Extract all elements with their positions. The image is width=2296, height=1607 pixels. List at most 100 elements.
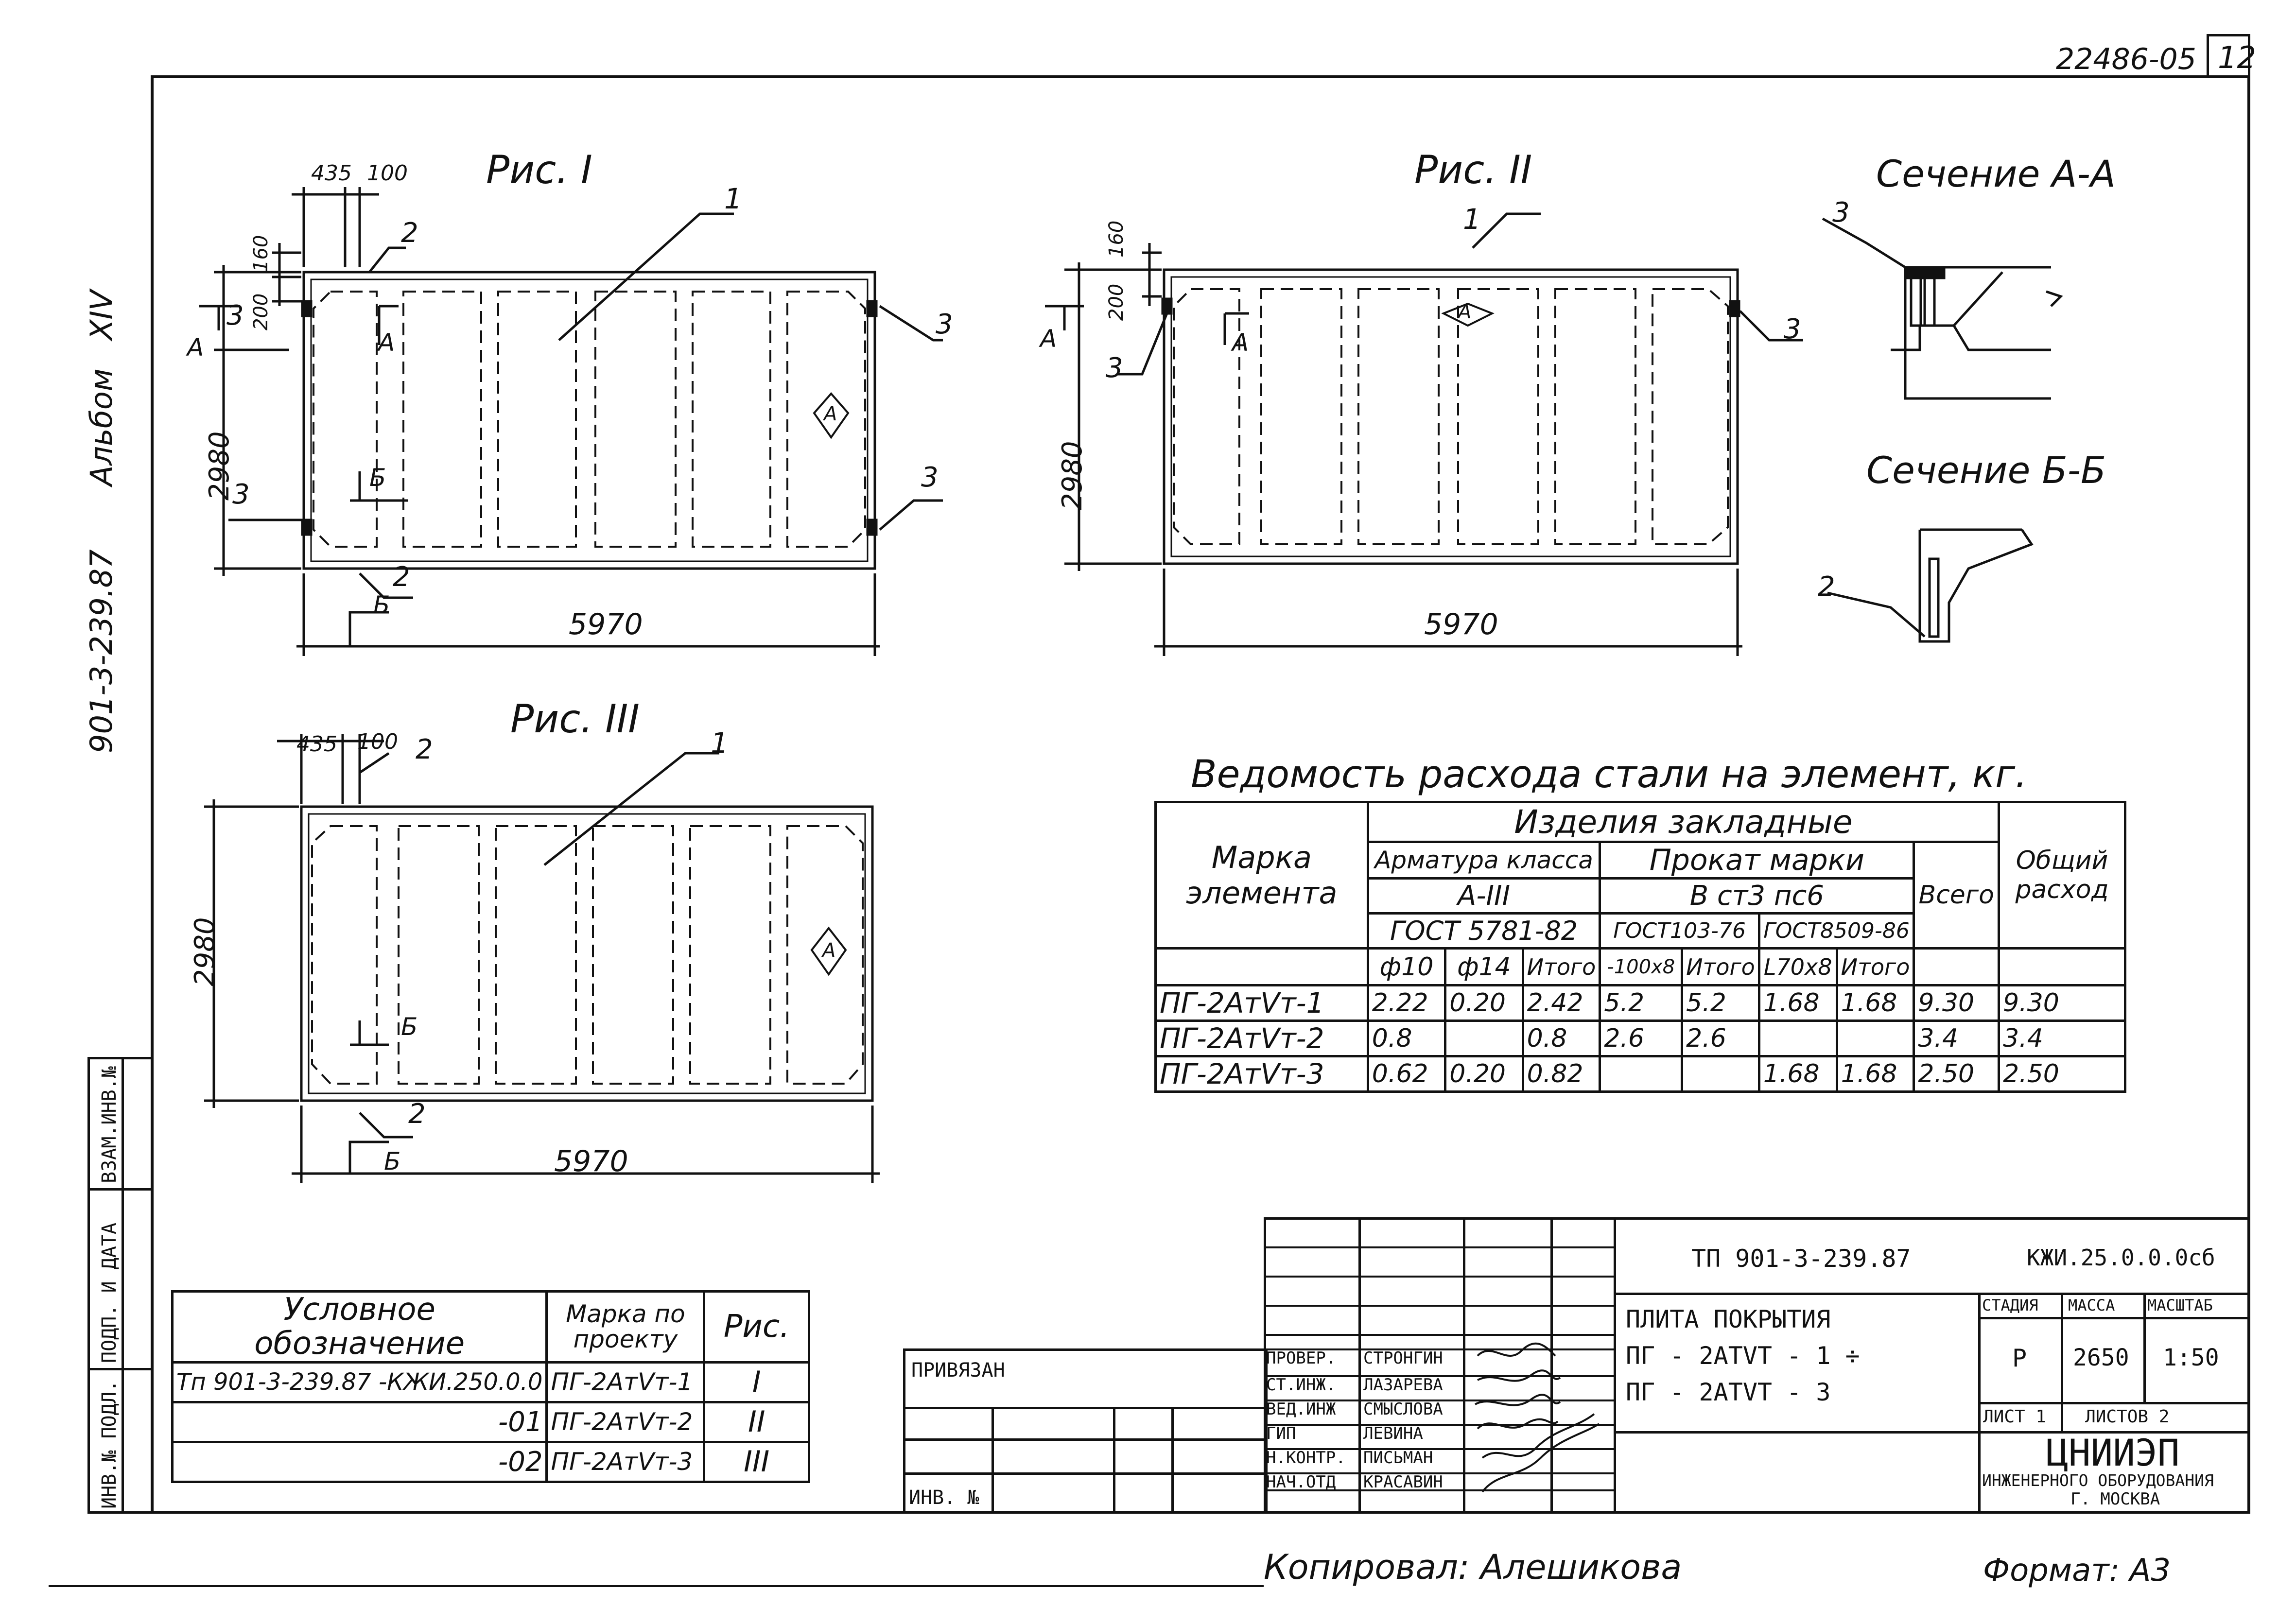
fig3-width-dim: 2980 bbox=[189, 917, 221, 986]
section-aa-title: Сечение А-А bbox=[1876, 152, 2116, 195]
steel-h-col: Итого bbox=[1521, 947, 1601, 986]
legend-h-designation: Условное обозначение bbox=[171, 1290, 548, 1364]
legend-fig: I bbox=[703, 1361, 810, 1403]
side-stamp-labels: ИНВ.№ ПОДЛ. ПОДП. И ДАТА ВЗАМ.ИНВ.№ bbox=[98, 1066, 121, 1509]
table-row: ПГ-2АтVт-2 0.8 0.8 2.6 2.6 3.4 3.4 bbox=[1154, 1019, 2126, 1057]
binding-line bbox=[903, 1438, 1268, 1441]
tb-h-mass: МАССА bbox=[2068, 1296, 2115, 1314]
fig3-dim-100: 100 bbox=[357, 729, 398, 754]
fig2-mark-a: A bbox=[1458, 301, 1472, 323]
title-block-divider bbox=[2061, 1293, 2063, 1402]
side-stamp-grid bbox=[87, 1057, 153, 1514]
fig1-sec-a-left: A bbox=[187, 333, 204, 362]
tb-code: КЖИ.25.0.0.0сб bbox=[2027, 1244, 2215, 1271]
fig2-pos3-right: 3 bbox=[1784, 313, 1801, 345]
fig1-pos3-br: 3 bbox=[921, 462, 939, 493]
title-block-grid bbox=[1264, 1217, 1614, 1514]
tb-h-stage: СТАДИЯ bbox=[1982, 1296, 2038, 1314]
steel-table-title: Ведомость расхода стали на элемент, кг. bbox=[1191, 753, 2027, 796]
steel-cell: 1.68 bbox=[1757, 984, 1838, 1022]
signatures bbox=[1475, 1342, 1600, 1493]
steel-h-col: Итого bbox=[1835, 947, 1915, 986]
legend-designation: -01 bbox=[171, 1400, 548, 1443]
legend-h-fig: Рис. bbox=[703, 1290, 810, 1364]
steel-h-gost1: ГОСТ 5781-82 bbox=[1366, 912, 1601, 950]
table-row: -01 ПГ-2АтVт-2 II bbox=[171, 1400, 810, 1443]
steel-h-col: -100х8 bbox=[1599, 947, 1684, 986]
fig3-mark-a: A bbox=[822, 939, 836, 962]
fig1-sec-b-bottom: Б bbox=[373, 591, 390, 619]
steel-cell: 0.8 bbox=[1521, 1019, 1601, 1057]
series-code: 901-3-239.87 bbox=[84, 550, 119, 753]
fig3-pos2-bottom: 2 bbox=[408, 1098, 426, 1130]
tb-sheets: ЛИСТОВ 2 bbox=[2085, 1407, 2170, 1427]
binding-block bbox=[903, 1348, 1268, 1514]
steel-cell: 1.68 bbox=[1757, 1055, 1838, 1093]
doc-code: 22486-05 bbox=[2056, 42, 2196, 76]
binding-line bbox=[903, 1407, 1268, 1409]
legend-h-mark: Марка по проекту bbox=[545, 1290, 706, 1364]
steel-h-gost3: ГОСТ8509-86 bbox=[1757, 912, 1915, 950]
title-block-divider bbox=[1614, 1217, 1616, 1514]
title-block bbox=[1264, 1217, 2250, 1514]
steel-row-mark: ПГ-2АтVт-2 bbox=[1154, 1019, 1369, 1057]
role-label: ПРОВЕР. bbox=[1266, 1348, 1336, 1368]
steel-cell: 3.4 bbox=[1913, 1019, 2000, 1057]
steel-cell: 1.68 bbox=[1835, 984, 1915, 1022]
table-row: ПГ-2АтVт-3 0.62 0.20 0.82 1.68 1.68 2.50… bbox=[1154, 1055, 2126, 1093]
tb-h-scale: МАСШТАБ bbox=[2147, 1296, 2213, 1314]
side-stamp-inv: ИНВ.№ ПОДЛ. bbox=[98, 1380, 121, 1509]
fig3-pos1: 1 bbox=[711, 726, 729, 760]
fig3-title: Рис. III bbox=[510, 696, 640, 742]
tb-project: ТП 901-3-239.87 bbox=[1691, 1244, 1911, 1273]
table-row: -02 ПГ-2АтVт-3 III bbox=[171, 1440, 810, 1483]
legend-mark: ПГ-2АтVт-3 bbox=[545, 1440, 706, 1483]
title-block-divider bbox=[2143, 1293, 2146, 1402]
title-block-divider bbox=[2061, 1402, 2063, 1431]
title-block-divider bbox=[1614, 1293, 2250, 1295]
steel-row-mark: ПГ-2АтVт-3 bbox=[1154, 1055, 1369, 1093]
binding-line bbox=[991, 1407, 994, 1514]
steel-h-col: Итого bbox=[1681, 947, 1760, 986]
fig2-pos3-left: 3 bbox=[1106, 352, 1123, 384]
tb-stage: Р bbox=[2012, 1344, 2027, 1372]
role-name: СМЫСЛОВА bbox=[1363, 1400, 1443, 1419]
fig2-dim-160: 160 bbox=[1105, 221, 1128, 258]
steel-cell: 5.2 bbox=[1681, 984, 1760, 1022]
side-stamp-replace: ВЗАМ.ИНВ.№ bbox=[98, 1066, 121, 1183]
legend-designation: Тп 901-3-239.87 -КЖИ.250.0.0 bbox=[171, 1361, 548, 1403]
title-block-divider bbox=[1614, 1431, 2250, 1434]
steel-h-mark: Марка элемента bbox=[1154, 801, 1369, 950]
fig1-title: Рис. I bbox=[486, 147, 592, 192]
steel-cell: 2.6 bbox=[1681, 1019, 1760, 1057]
fig2-dim-200: 200 bbox=[1105, 284, 1128, 321]
fig1-sec-a-right: A bbox=[378, 328, 395, 357]
table-row: ПГ-2АтVт-1 2.22 0.20 2.42 5.2 5.2 1.68 1… bbox=[1154, 984, 2126, 1022]
steel-cell: 2.50 bbox=[1913, 1055, 2000, 1093]
steel-cell: 0.20 bbox=[1444, 1055, 1524, 1093]
steel-h-blank bbox=[1154, 947, 1369, 986]
steel-cell: 2.42 bbox=[1521, 984, 1601, 1022]
sheet-format: Формат: А3 bbox=[1983, 1553, 2171, 1589]
binding-line bbox=[903, 1472, 1268, 1475]
tb-org-city: Г. МОСКВА bbox=[2070, 1489, 2160, 1509]
legend-mark: ПГ-2АтVт-2 bbox=[545, 1400, 706, 1443]
page-number: 12 bbox=[2218, 40, 2256, 75]
fig2-sec-a-right: A bbox=[1232, 328, 1249, 357]
bottom-rule bbox=[49, 1585, 1264, 1587]
fig1-dim-length: 5970 bbox=[569, 607, 643, 641]
steel-cell bbox=[1757, 1019, 1838, 1057]
legend-table: Условное обозначение Марка по проекту Ри… bbox=[171, 1290, 810, 1483]
album-number: XIV bbox=[84, 288, 119, 342]
fig1-ribs bbox=[313, 291, 866, 548]
steel-cell: 0.8 bbox=[1366, 1019, 1447, 1057]
role-name: КРАСАВИН bbox=[1363, 1472, 1443, 1492]
steel-cell: 1.68 bbox=[1835, 1055, 1915, 1093]
steel-cell bbox=[1681, 1055, 1760, 1093]
role-label: ГИП bbox=[1266, 1424, 1296, 1443]
fig1-sec-b-top: Б bbox=[369, 464, 386, 492]
steel-cell: 3.4 bbox=[1998, 1019, 2126, 1057]
fig2-dim-length: 5970 bbox=[1424, 607, 1498, 641]
tb-sheet: ЛИСТ 1 bbox=[1983, 1407, 2047, 1427]
